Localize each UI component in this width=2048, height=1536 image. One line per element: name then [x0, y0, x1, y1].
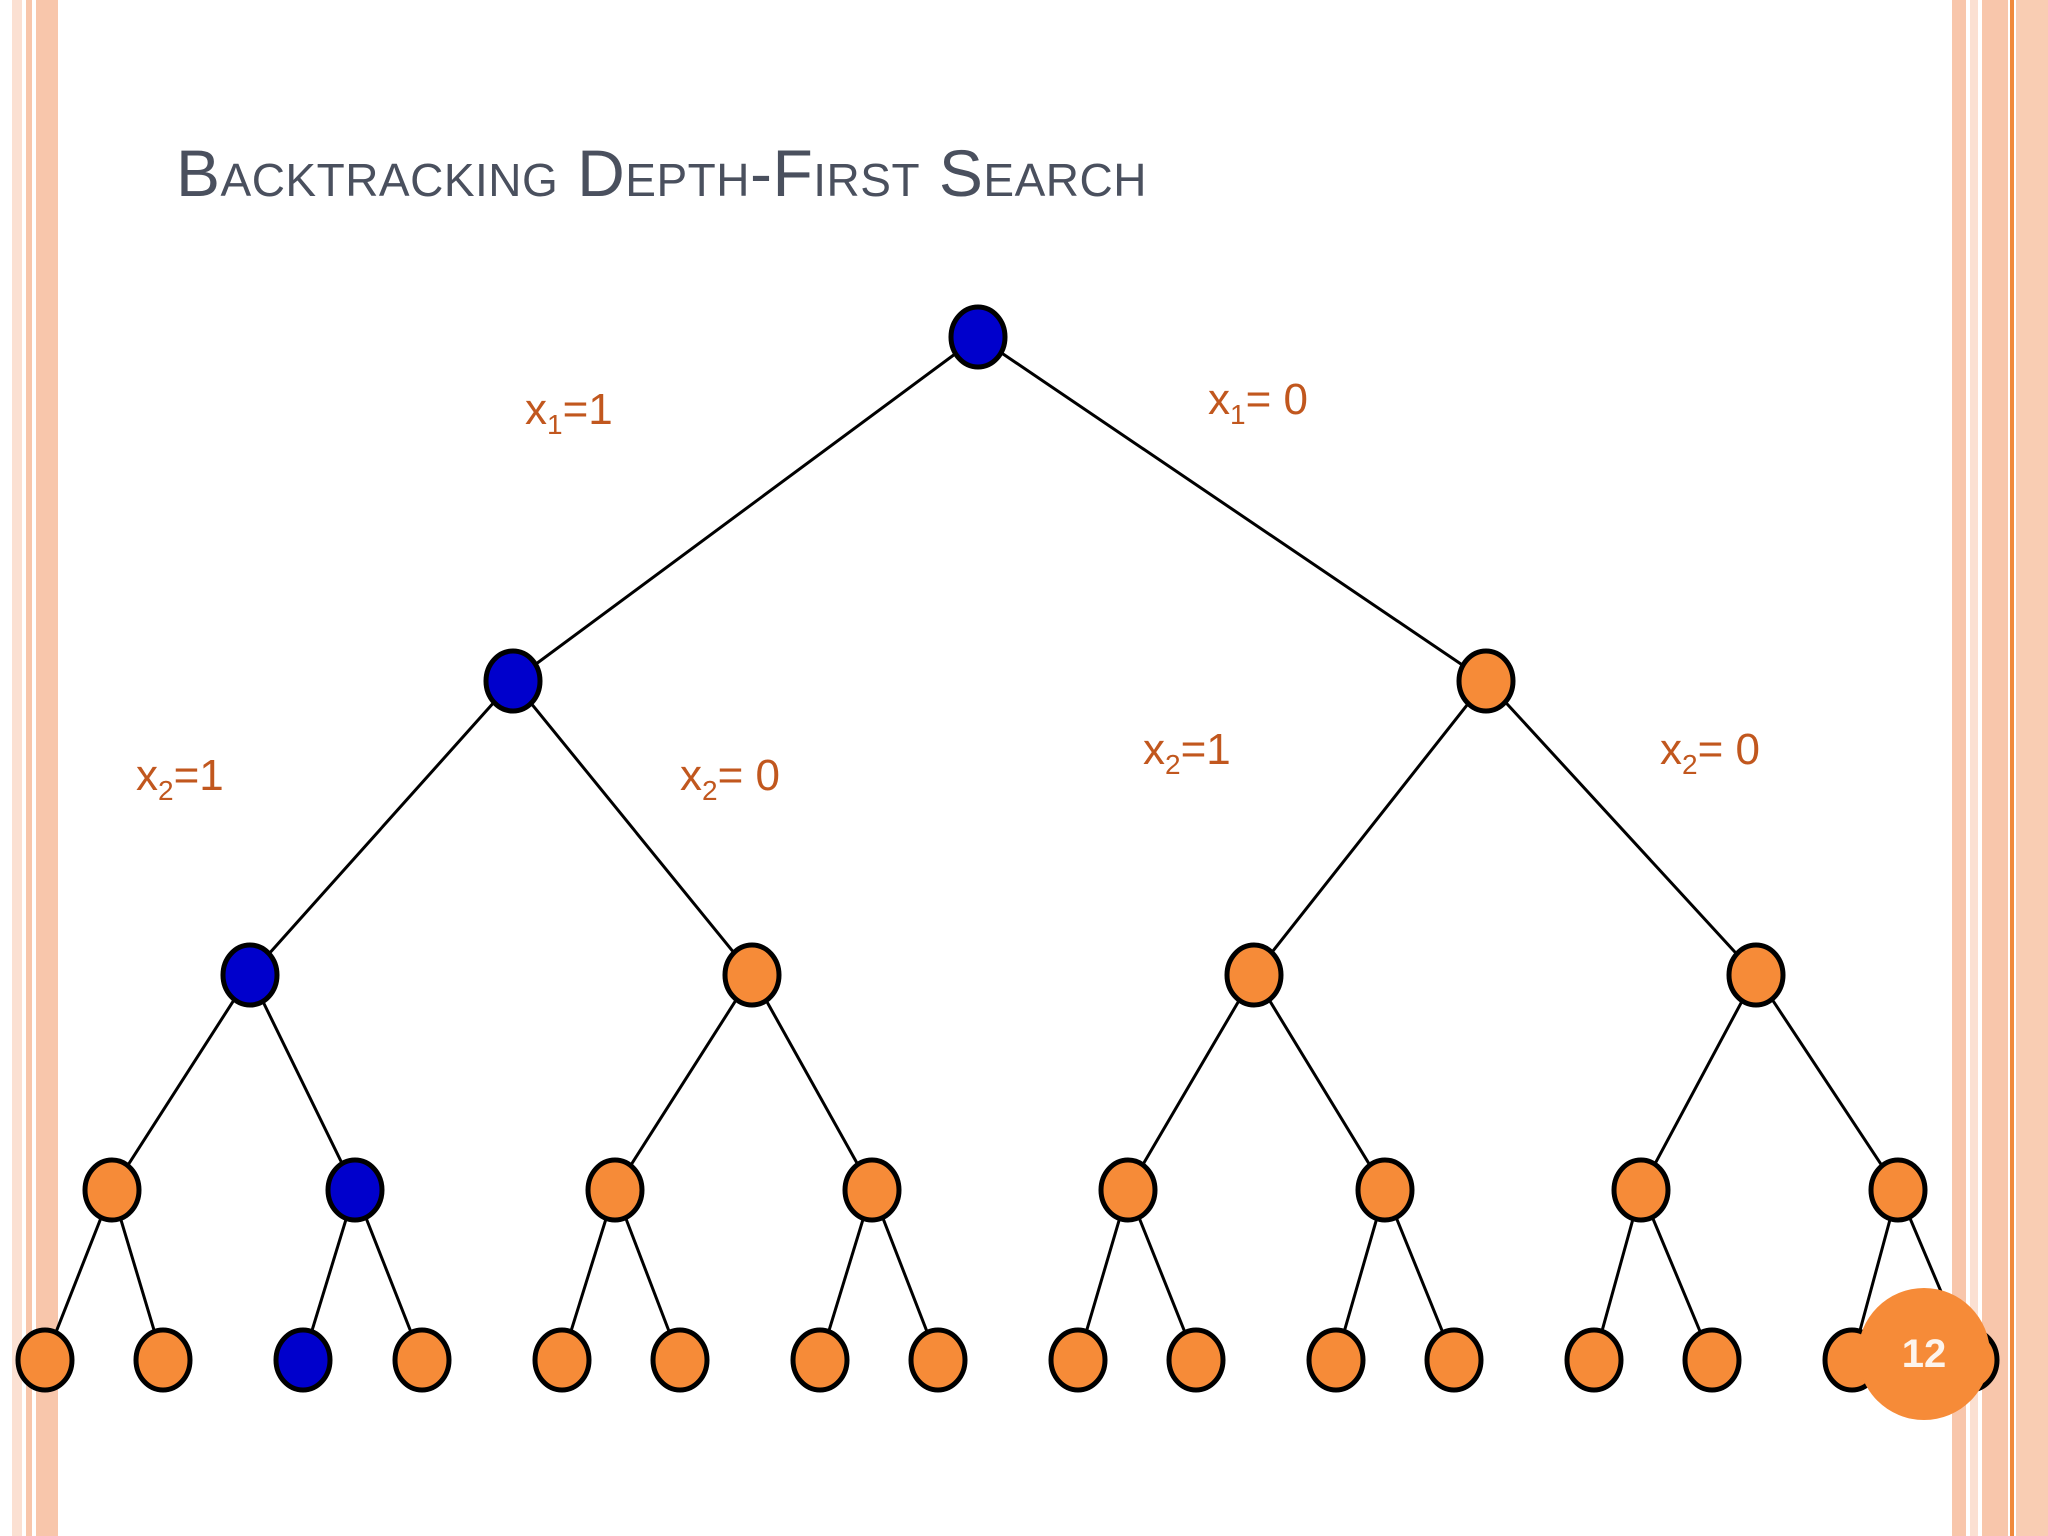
- tree-node-orange[interactable]: [82, 1157, 142, 1223]
- border-stripe: [12, 0, 22, 1536]
- tree-nodes: [15, 304, 2000, 1393]
- edge-label-subscript: 2: [158, 775, 174, 806]
- tree-edge: [881, 1217, 929, 1333]
- tree-node-orange[interactable]: [1166, 1327, 1226, 1393]
- tree-edge: [764, 999, 860, 1166]
- tree-edge: [119, 1218, 156, 1332]
- edge-label-subscript: 1: [1230, 399, 1246, 430]
- edge-label-value: = 0: [1245, 375, 1308, 424]
- tree-edge: [1770, 998, 1884, 1167]
- border-stripe: [36, 0, 58, 1536]
- tree-edge: [624, 1217, 671, 1333]
- edge-label-value: =1: [562, 385, 613, 434]
- border-stripe: [1970, 0, 1978, 1536]
- tree-edge: [267, 701, 496, 955]
- tree-edge: [1137, 1216, 1187, 1334]
- edge-label-variable: x: [525, 385, 547, 434]
- tree-edge: [827, 1217, 865, 1333]
- tree-node-orange[interactable]: [133, 1327, 193, 1393]
- edge-label-variable: x: [680, 751, 702, 800]
- edge-label-x1-equals-0: x1= 0: [1208, 375, 1308, 429]
- tree-node-orange[interactable]: [908, 1327, 968, 1393]
- tree-node-orange[interactable]: [1048, 1327, 1108, 1393]
- slide-number-badge: 12: [1858, 1288, 1990, 1420]
- tree-edge: [1650, 1216, 1703, 1334]
- tree-edge: [1141, 999, 1241, 1166]
- edge-label-x2-equals-1-right: x2=1: [1143, 725, 1231, 779]
- edge-label-x1-equals-1: x1=1: [525, 385, 613, 439]
- tree-node-orange[interactable]: [585, 1157, 645, 1223]
- edge-label-subscript: 2: [702, 775, 718, 806]
- tree-edge: [1000, 351, 1464, 667]
- tree-edge: [1653, 1000, 1744, 1165]
- tree-node-orange[interactable]: [1424, 1327, 1484, 1393]
- edge-label-value: = 0: [1697, 725, 1760, 774]
- edge-label-subscript: 2: [1682, 749, 1698, 780]
- tree-edge: [261, 1000, 344, 1165]
- tree-edge: [1270, 702, 1470, 954]
- edge-label-subscript: 1: [547, 409, 563, 440]
- tree-edge: [569, 1217, 608, 1333]
- tree-edge: [1084, 1218, 1122, 1332]
- tree-edge: [1342, 1218, 1379, 1332]
- tree-edge: [126, 998, 236, 1167]
- border-stripe: [2016, 0, 2048, 1536]
- tree-node-orange[interactable]: [1868, 1157, 1928, 1223]
- tree-node-orange[interactable]: [1682, 1327, 1742, 1393]
- border-stripe: [2010, 0, 2014, 1536]
- tree-node-orange[interactable]: [1355, 1157, 1415, 1223]
- edge-label-variable: x: [1143, 725, 1165, 774]
- tree-node-blue[interactable]: [220, 942, 280, 1008]
- border-stripe: [1982, 0, 2008, 1536]
- border-stripe: [26, 0, 32, 1536]
- tree-edge: [1858, 1218, 1892, 1332]
- tree-node-orange[interactable]: [392, 1327, 452, 1393]
- edge-label-value: = 0: [717, 751, 780, 800]
- tree-node-orange[interactable]: [650, 1327, 710, 1393]
- tree-node-orange[interactable]: [790, 1327, 850, 1393]
- tree-node-blue[interactable]: [273, 1327, 333, 1393]
- edge-label-subscript: 2: [1165, 749, 1181, 780]
- tree-edge: [364, 1216, 413, 1334]
- page-title: Backtracking Depth-First Search: [176, 136, 1147, 210]
- tree-node-orange[interactable]: [1456, 648, 1516, 714]
- tree-edge: [1267, 999, 1372, 1166]
- edge-label-x2-equals-0-left: x2= 0: [680, 751, 780, 805]
- edge-label-variable: x: [136, 751, 158, 800]
- edge-label-value: =1: [173, 751, 224, 800]
- tree-node-orange[interactable]: [15, 1327, 75, 1393]
- tree-node-orange[interactable]: [1098, 1157, 1158, 1223]
- tree-node-orange[interactable]: [1726, 942, 1786, 1008]
- tree-node-blue[interactable]: [325, 1157, 385, 1223]
- tree-node-orange[interactable]: [1224, 942, 1284, 1008]
- tree-edges: [54, 351, 1960, 1334]
- tree-node-orange[interactable]: [1306, 1327, 1366, 1393]
- tree-edge: [629, 998, 738, 1167]
- tree-node-orange[interactable]: [1564, 1327, 1624, 1393]
- border-stripe: [1952, 0, 1966, 1536]
- tree-node-orange[interactable]: [722, 942, 782, 1008]
- edge-label-x2-equals-0-right: x2= 0: [1660, 725, 1760, 779]
- edge-label-value: =1: [1180, 725, 1231, 774]
- tree-edge: [534, 352, 957, 666]
- tree-node-blue[interactable]: [948, 304, 1008, 370]
- tree-edge: [1394, 1216, 1445, 1334]
- tree-node-orange[interactable]: [532, 1327, 592, 1393]
- edge-label-x2-equals-1-left: x2=1: [136, 751, 224, 805]
- tree-node-blue[interactable]: [483, 648, 543, 714]
- tree-edge: [310, 1217, 348, 1333]
- edge-label-variable: x: [1660, 725, 1682, 774]
- tree-edge: [1504, 700, 1738, 956]
- tree-edge: [529, 702, 736, 954]
- tree-edge: [54, 1216, 103, 1334]
- edge-label-variable: x: [1208, 375, 1230, 424]
- tree-edge: [1600, 1218, 1635, 1332]
- tree-node-orange[interactable]: [1611, 1157, 1671, 1223]
- tree-node-orange[interactable]: [842, 1157, 902, 1223]
